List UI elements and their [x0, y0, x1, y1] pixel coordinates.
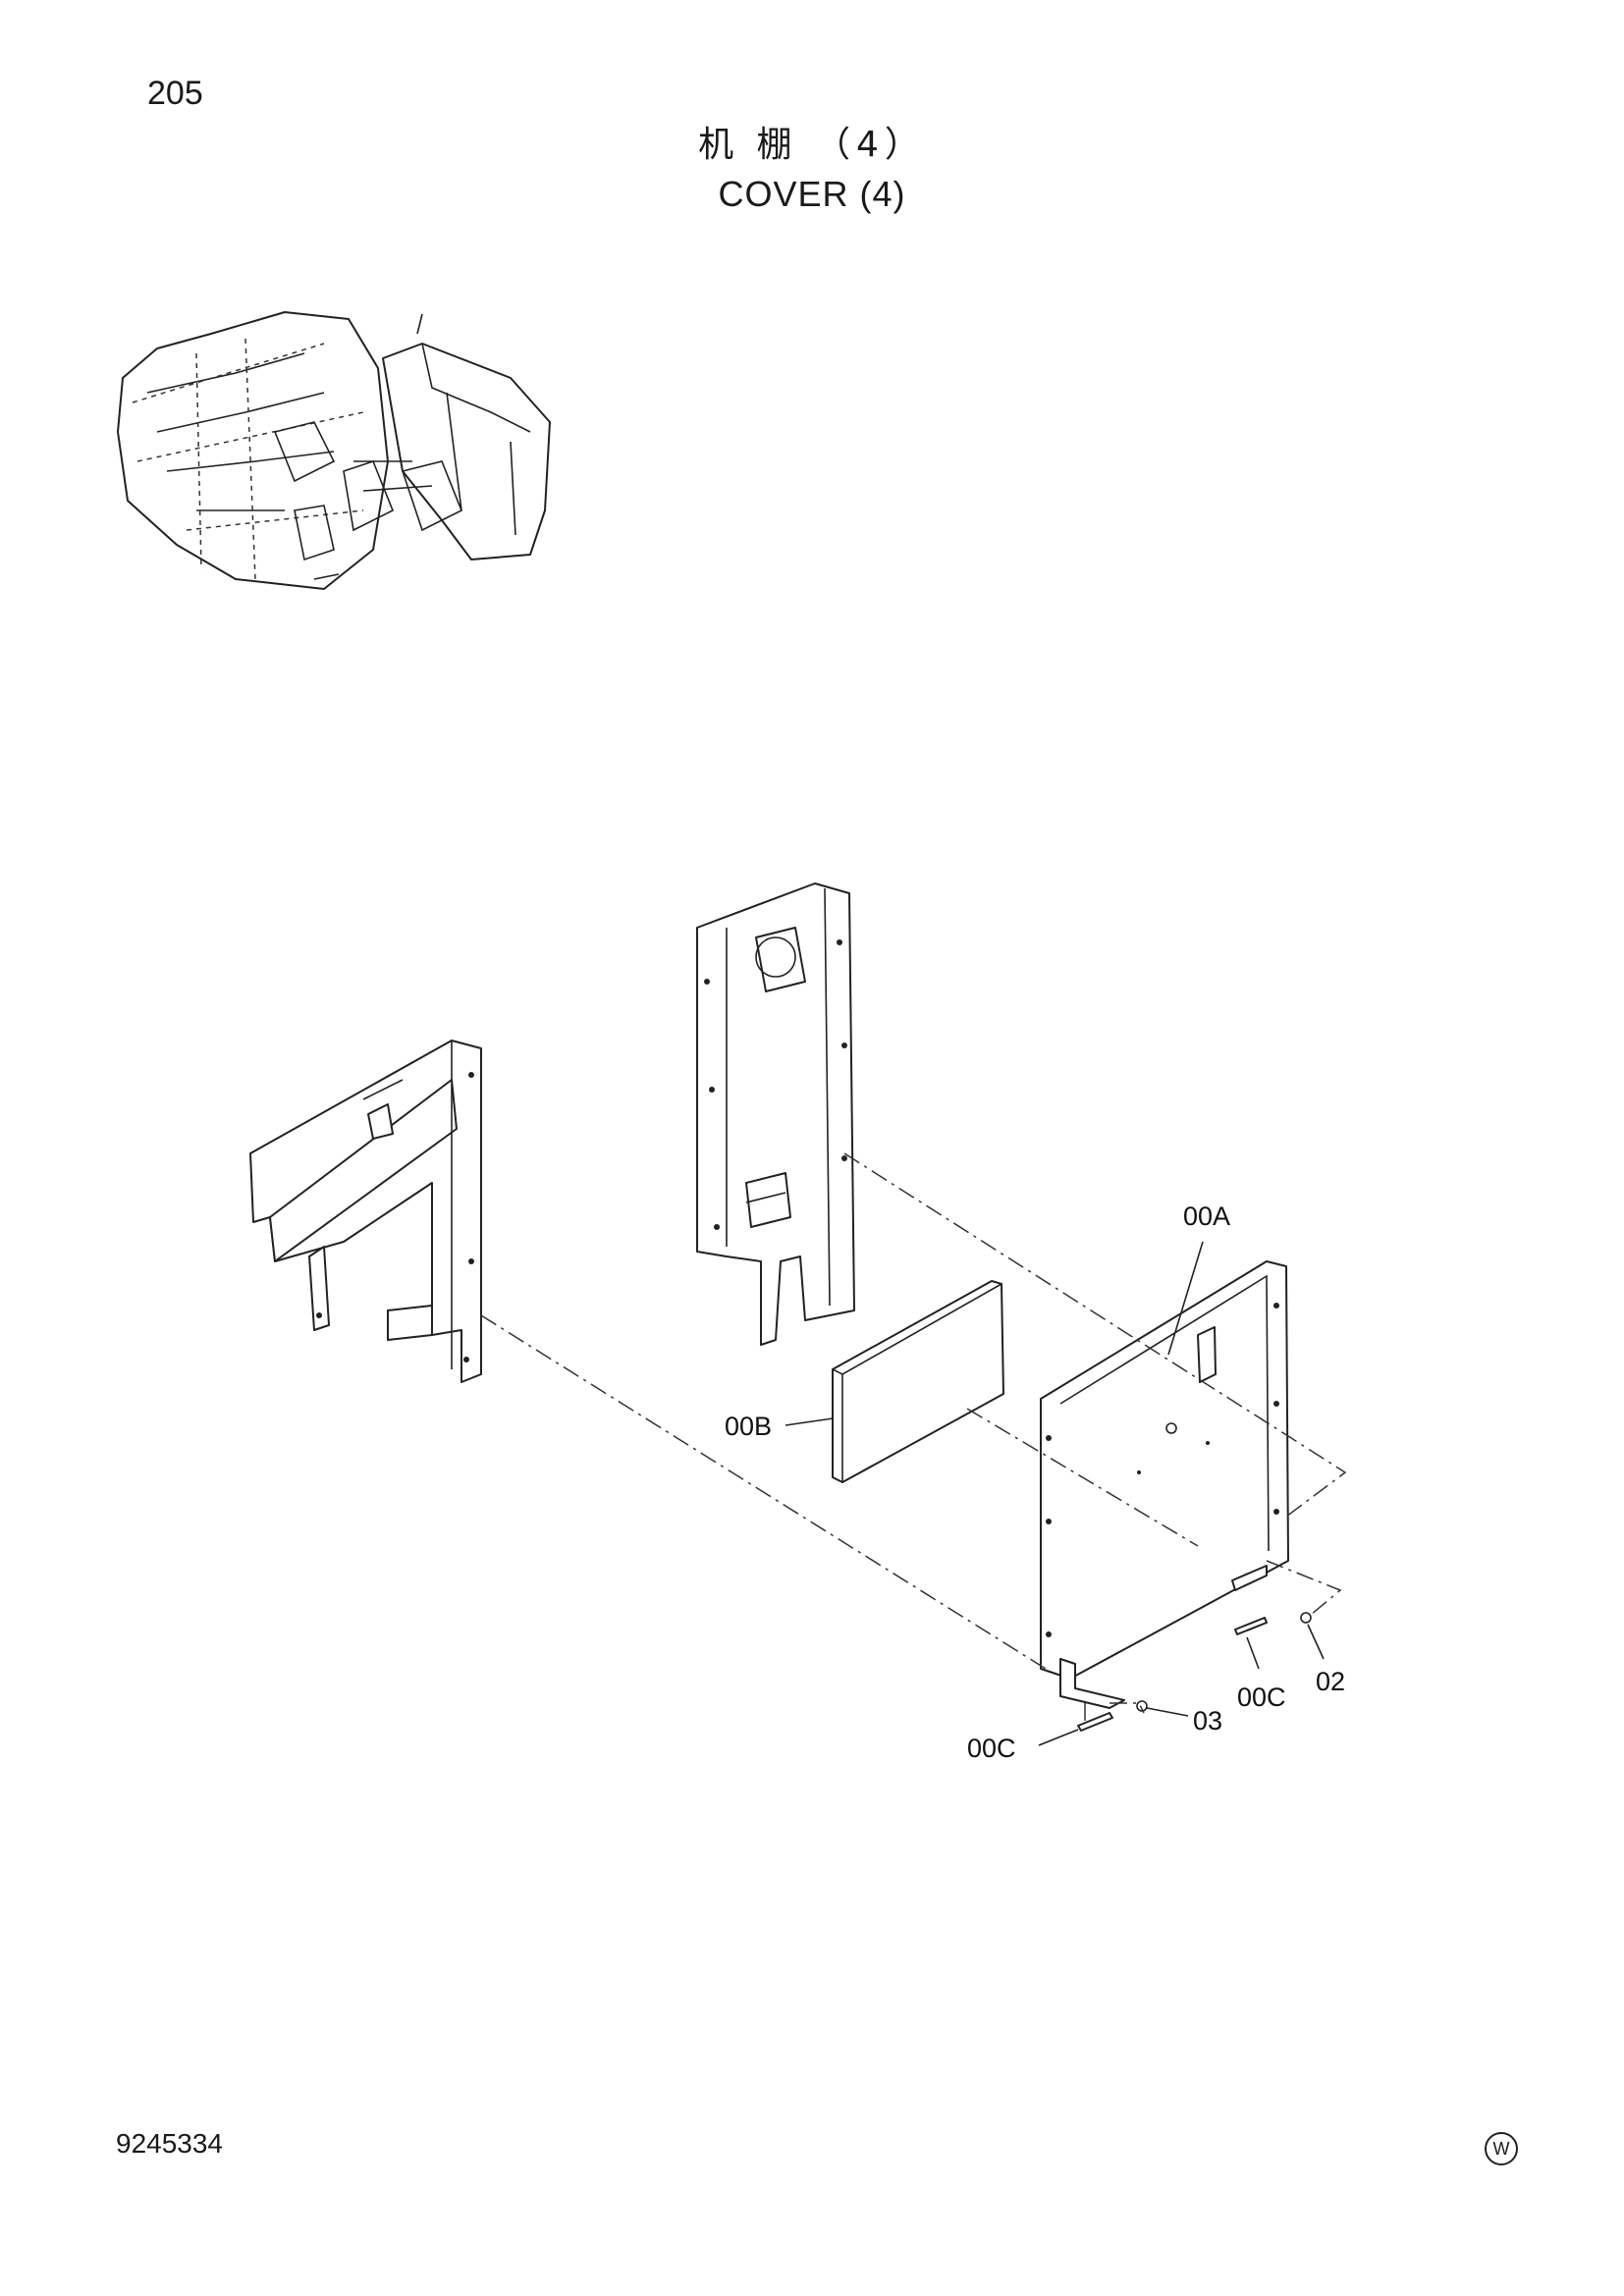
title-english: COVER (4): [718, 174, 906, 214]
callout-00c-right: 00C: [1237, 1682, 1286, 1712]
pad-00b: [832, 1280, 1004, 1483]
title-chinese: 机 棚 （4）: [698, 125, 926, 165]
small-hardware: [1077, 1612, 1312, 1732]
left-cover-panel: [249, 1040, 482, 1383]
center-vertical-plate: [696, 882, 855, 1346]
page-number: 205: [147, 75, 203, 112]
machine-overview-sketch: [117, 311, 551, 590]
alignment-lines: [480, 1152, 1347, 1723]
door-panel-00a: [1040, 1260, 1289, 1709]
callout-labels: 00A 00B 00C 02 03 00C: [725, 1201, 1345, 1763]
callout-00b: 00B: [725, 1412, 772, 1441]
callout-00c-left: 00C: [967, 1734, 1016, 1763]
callout-03: 03: [1193, 1706, 1222, 1735]
callout-00a: 00A: [1183, 1201, 1230, 1231]
document-number: 9245334: [116, 2128, 224, 2159]
leader-lines: [785, 1241, 1325, 1746]
w-mark-icon: W: [1485, 2132, 1518, 2165]
callout-02: 02: [1316, 1667, 1345, 1696]
